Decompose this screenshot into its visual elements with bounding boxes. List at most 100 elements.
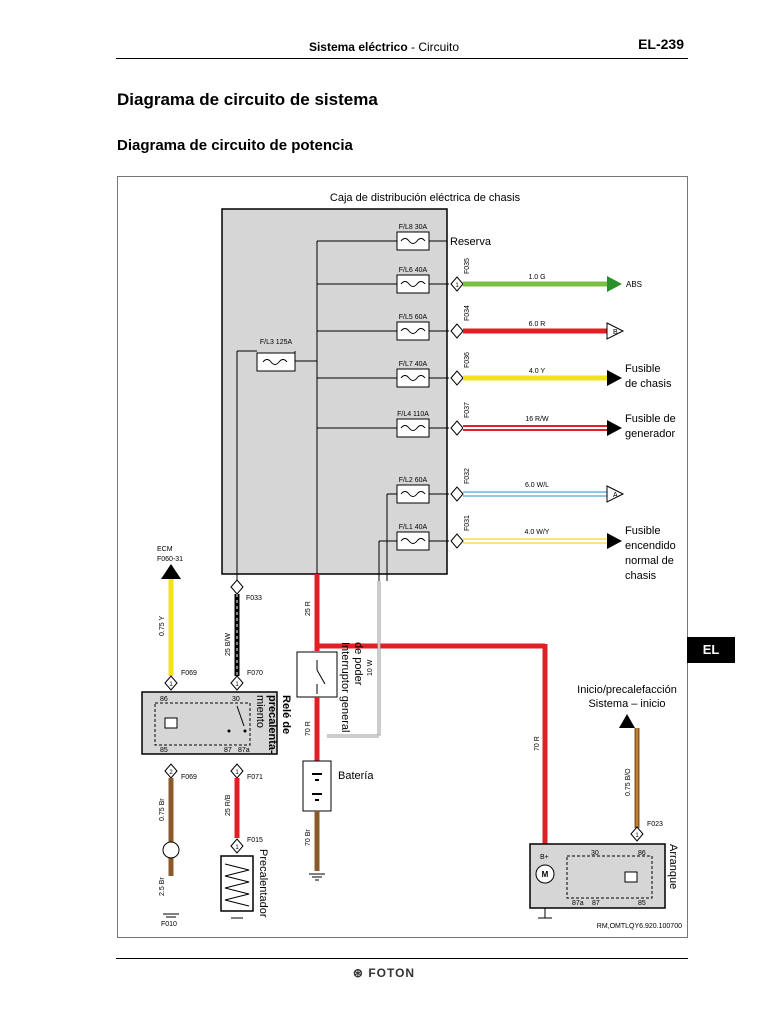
svg-text:85: 85 <box>160 747 168 754</box>
target-chasis-1: Fusible <box>625 363 660 375</box>
rele-label-1: Relé de <box>280 695 292 734</box>
bateria-label: Batería <box>338 770 374 782</box>
svg-text:6.0 W/L: 6.0 W/L <box>525 482 549 489</box>
svg-text:B+: B+ <box>540 854 549 861</box>
svg-text:F037: F037 <box>464 402 471 418</box>
svg-text:F/L2 60A: F/L2 60A <box>399 477 428 484</box>
svg-text:6.0 R: 6.0 R <box>529 321 546 328</box>
svg-text:70 R: 70 R <box>534 736 541 751</box>
connector-f032: F032 <box>450 468 471 502</box>
arrow-b <box>606 322 625 340</box>
svg-text:4.0 Y: 4.0 Y <box>529 368 546 375</box>
svg-text:F034: F034 <box>464 305 471 321</box>
chassis-distribution-box <box>221 208 448 575</box>
svg-text:0.75 B/O: 0.75 B/O <box>625 768 632 796</box>
connector-f033: F033 <box>230 579 262 602</box>
foton-logo: ⊛ FOTON <box>352 966 416 980</box>
svg-text:F/L5 60A: F/L5 60A <box>399 314 428 321</box>
page-number: EL-239 <box>638 36 684 52</box>
svg-text:16 R/W: 16 R/W <box>525 416 549 423</box>
fuse-fl3: F/L3 125A <box>256 339 296 372</box>
arrow-enc <box>607 533 622 549</box>
target-gen-2: generador <box>625 428 675 440</box>
svg-text:1: 1 <box>455 283 459 289</box>
svg-text:F070: F070 <box>247 670 263 677</box>
svg-text:1: 1 <box>235 770 239 776</box>
foton-emblem-icon: ⊛ <box>352 966 364 980</box>
arrow-a <box>606 485 625 503</box>
ecm-label-1: ECM <box>157 546 173 553</box>
inicio-label-2: Sistema – inicio <box>588 698 665 710</box>
connector-f070: 1 F070 <box>230 670 263 691</box>
svg-text:87a: 87a <box>238 747 250 754</box>
svg-text:F/L1 40A: F/L1 40A <box>399 524 428 531</box>
target-enc-4: chasis <box>625 570 657 582</box>
connector-f031: F031 <box>450 515 471 549</box>
svg-text:25 R: 25 R <box>305 601 312 616</box>
svg-text:1.0 G: 1.0 G <box>528 274 545 281</box>
svg-text:1: 1 <box>169 682 173 688</box>
svg-text:30: 30 <box>591 850 599 857</box>
arrow-chasis <box>607 370 622 386</box>
svg-text:87a: 87a <box>572 900 584 907</box>
target-abs: ABS <box>626 280 642 289</box>
fuse-fl8: F/L8 30A <box>396 224 430 251</box>
svg-text:87: 87 <box>592 900 600 907</box>
header-rule <box>116 58 688 59</box>
connector-f010: F010 <box>161 921 177 928</box>
target-enc-3: normal de <box>625 555 674 567</box>
svg-text:70 Br: 70 Br <box>305 829 312 846</box>
target-enc-2: encendido <box>625 540 676 552</box>
target-enc-1: Fusible <box>625 525 660 537</box>
int-label-1: Interruptor general <box>339 642 351 733</box>
ecm-label-2: F060-31 <box>157 556 183 563</box>
arrow-inicio <box>619 714 635 728</box>
svg-text:A: A <box>613 492 618 499</box>
arrow-abs <box>607 276 622 292</box>
svg-text:25 B/W: 25 B/W <box>225 633 232 656</box>
svg-text:F/L7 40A: F/L7 40A <box>399 361 428 368</box>
target-gen-1: Fusible de <box>625 413 676 425</box>
fuse-fl7: F/L7 40A <box>396 361 430 388</box>
svg-text:2: 2 <box>169 770 173 776</box>
section-subtitle: Diagrama de circuito de potencia <box>117 137 353 154</box>
svg-text:0.75 Br: 0.75 Br <box>159 798 166 821</box>
rele-label-3: miento <box>254 695 266 728</box>
arrow-ecm <box>161 564 181 579</box>
svg-text:F069: F069 <box>181 670 197 677</box>
box-label: Caja de distribución eléctrica de chasis <box>330 192 521 204</box>
fuse-fl2: F/L2 60A <box>396 477 430 504</box>
bateria <box>302 760 332 812</box>
svg-text:10 W: 10 W <box>367 659 374 676</box>
svg-text:30: 30 <box>232 696 240 703</box>
rele-label-2: precalenta- <box>266 695 278 754</box>
svg-text:F/L6 40A: F/L6 40A <box>399 267 428 274</box>
reference-code: RM,OMTLQY6.920.100700 <box>597 923 682 930</box>
page-title: Diagrama de circuito de sistema <box>117 90 378 109</box>
svg-text:F/L4 110A: F/L4 110A <box>397 411 429 418</box>
svg-text:86: 86 <box>638 850 646 857</box>
svg-text:F015: F015 <box>247 837 263 844</box>
svg-text:F069: F069 <box>181 774 197 781</box>
svg-text:4.0 W/Y: 4.0 W/Y <box>525 529 550 536</box>
svg-text:F031: F031 <box>464 515 471 531</box>
svg-text:70 R: 70 R <box>305 721 312 736</box>
int-label-2: de poder <box>352 642 364 686</box>
svg-text:F032: F032 <box>464 468 471 484</box>
svg-text:85: 85 <box>638 900 646 907</box>
fuse-fl6: F/L6 40A <box>396 267 430 294</box>
svg-text:1: 1 <box>635 833 639 839</box>
fuse-fl1: F/L1 40A <box>396 524 430 551</box>
arranque-label: Arranque <box>667 844 679 889</box>
svg-text:M: M <box>542 870 549 879</box>
svg-text:2.5 Br: 2.5 Br <box>159 877 166 896</box>
reserva-label: Reserva <box>450 236 492 248</box>
svg-text:F/L8 30A: F/L8 30A <box>399 224 428 231</box>
svg-text:F/L3 125A: F/L3 125A <box>260 339 293 346</box>
svg-text:1: 1 <box>235 682 239 688</box>
power-circuit-diagram: Caja de distribución eléctrica de chasis… <box>117 176 688 938</box>
svg-text:25 R/B: 25 R/B <box>225 794 232 816</box>
